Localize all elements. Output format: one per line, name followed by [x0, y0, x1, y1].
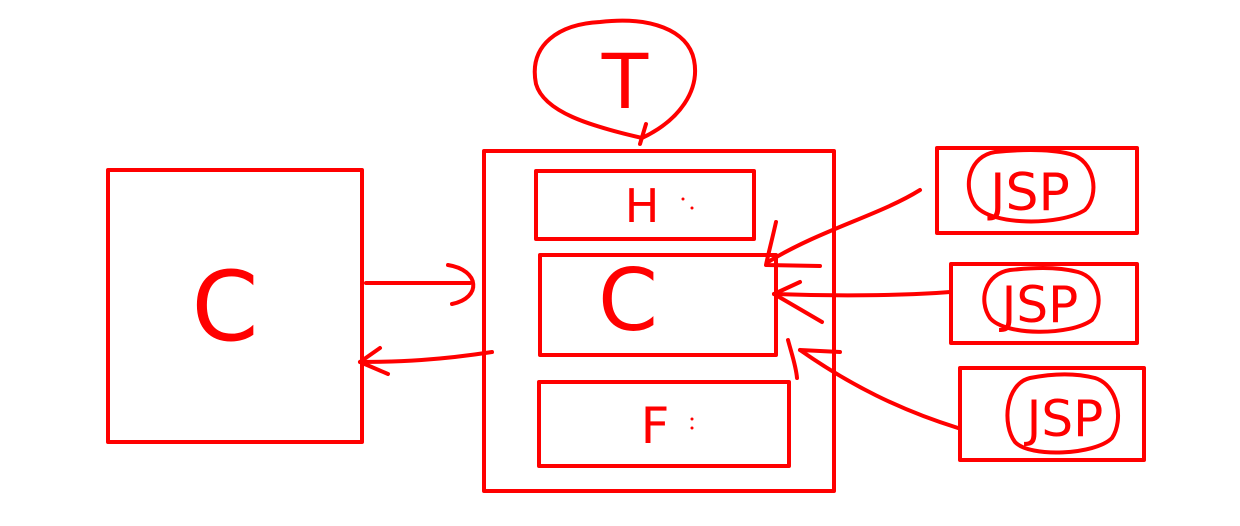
jsp-arrow-2-head	[772, 280, 824, 324]
jsp-box-3-label: JSP	[1024, 390, 1104, 448]
left-box: C	[106, 168, 364, 444]
jsp-box-2-frame	[949, 262, 1139, 345]
footer-section	[537, 380, 791, 468]
arrow-left-head	[358, 346, 390, 376]
footer-dot	[690, 426, 694, 430]
template-bubble-label: T	[601, 37, 649, 126]
main-box-frame	[482, 149, 836, 493]
content-section	[538, 253, 778, 357]
jsp-box-3-circle	[1005, 372, 1120, 455]
header-section-label: H	[625, 179, 660, 233]
jsp-box-2-label: JSP	[999, 276, 1079, 334]
header-dot	[681, 197, 685, 201]
jsp-box-2-circle	[982, 266, 1101, 334]
left-box-frame	[106, 168, 364, 444]
jsp-box-2: JSP	[949, 262, 1139, 345]
left-box-label: C	[191, 251, 258, 363]
jsp-box-1-frame	[935, 146, 1139, 235]
jsp-arrow-3-line	[798, 348, 960, 430]
jsp-arrow-1-head	[764, 220, 822, 268]
template-bubble-tail	[638, 122, 648, 146]
template-bubble: T	[532, 18, 697, 146]
content-section-label: C	[598, 251, 658, 351]
jsp-box-3: JSP	[958, 366, 1146, 462]
jsp-box-1-circle	[966, 148, 1096, 224]
footer-dot	[690, 417, 694, 421]
jsp-arrow-1-line	[766, 188, 922, 264]
main-box: H C F	[482, 149, 836, 493]
header-dot	[690, 206, 694, 210]
header-section	[534, 169, 756, 241]
connection-arrows	[358, 263, 494, 376]
arrow-left-line	[358, 350, 494, 364]
jsp-box-3-frame	[958, 366, 1146, 462]
jsp-box-1: JSP	[935, 146, 1139, 235]
jsp-arrow-2-line	[772, 290, 952, 298]
footer-section-label: F	[641, 397, 670, 455]
jsp-arrows	[764, 188, 960, 430]
jsp-box-1-label: JSP	[987, 163, 1070, 223]
arrow-right-head	[446, 263, 476, 306]
jsp-arrow-3-head	[786, 338, 842, 380]
